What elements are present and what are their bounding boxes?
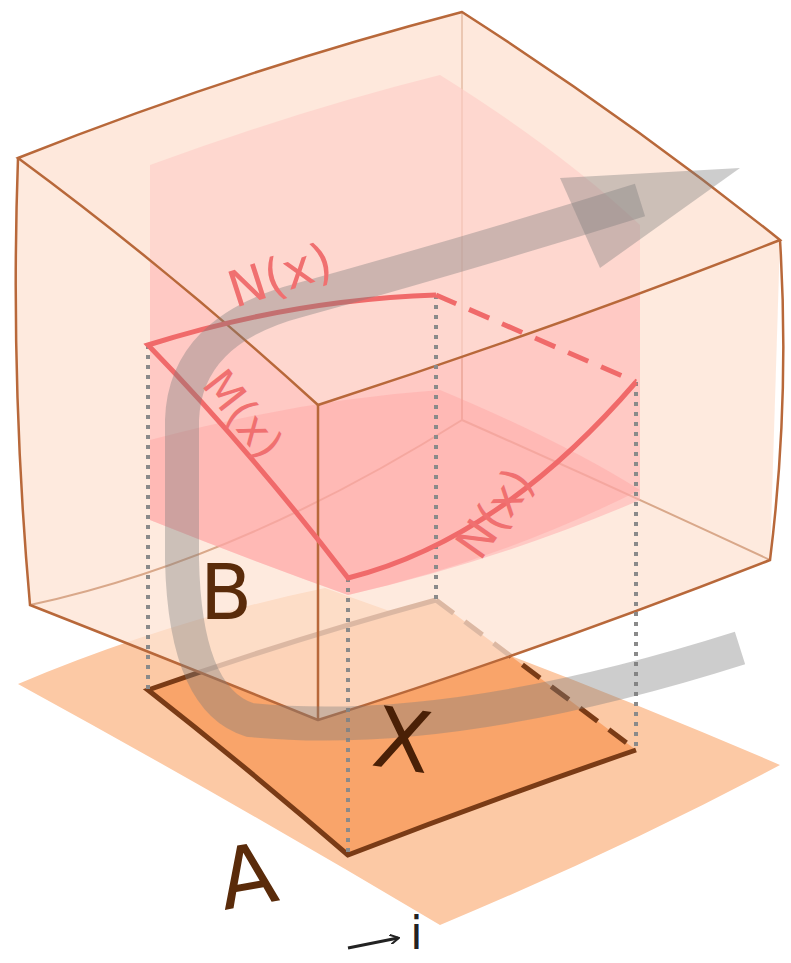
region-label: X bbox=[368, 695, 437, 786]
space-label: A bbox=[212, 830, 283, 923]
space-label: B bbox=[200, 555, 252, 631]
lift-arrow bbox=[182, 200, 740, 724]
box-front-edge bbox=[317, 405, 320, 720]
map-label: i bbox=[410, 910, 423, 956]
fiber-dashed-edge bbox=[436, 295, 636, 382]
total-space-box bbox=[16, 12, 780, 720]
box-sides bbox=[16, 158, 784, 720]
projection-lines bbox=[148, 295, 636, 855]
box-top-face bbox=[18, 12, 780, 405]
lift-arrowhead bbox=[560, 168, 740, 268]
inclusion-arrow bbox=[348, 938, 398, 948]
